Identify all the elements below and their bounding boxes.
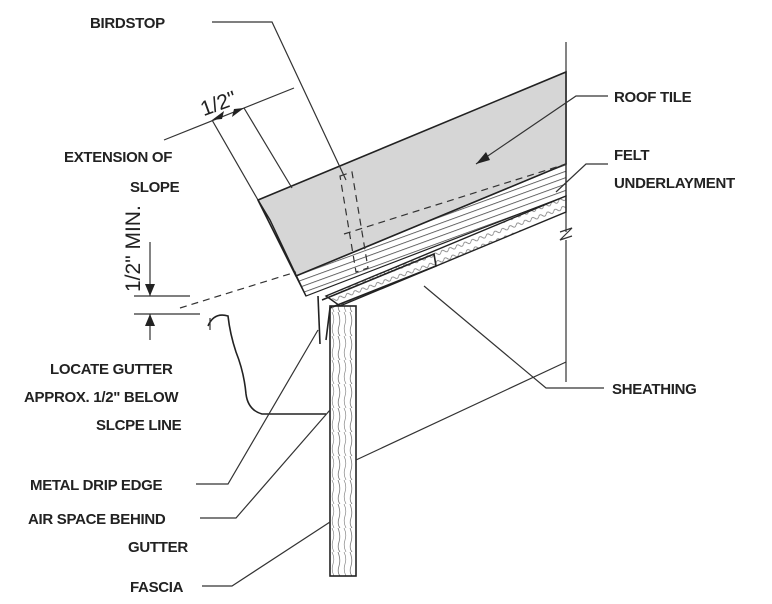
slope-extension-line bbox=[179, 271, 297, 309]
label-extension-of: EXTENSION OF bbox=[64, 149, 172, 166]
label-birdstop: BIRDSTOP bbox=[90, 15, 165, 32]
half-inch-dimension bbox=[163, 87, 295, 201]
birdstop bbox=[339, 171, 369, 273]
label-locate-gutter-2: APPROX. 1/2" BELOW bbox=[24, 389, 179, 406]
label-metal-drip-edge: METAL DRIP EDGE bbox=[30, 477, 162, 494]
label-roof-tile: ROOF TILE bbox=[614, 89, 692, 106]
label-air-space: AIR SPACE BEHIND bbox=[28, 511, 166, 528]
label-fascia: FASCIA bbox=[130, 579, 184, 596]
label-locate-gutter-3: SLCPE LINE bbox=[96, 417, 182, 434]
label-locate-gutter-1: LOCATE GUTTER bbox=[50, 361, 173, 378]
fascia bbox=[329, 305, 357, 577]
half-inch-min-dimension bbox=[134, 242, 200, 340]
metal-drip-edge bbox=[317, 252, 437, 345]
label-underlayment: UNDERLAYMENT bbox=[614, 175, 735, 192]
gutter bbox=[207, 314, 326, 415]
label-half-inch-min: 1/2" MIN. bbox=[122, 205, 145, 292]
label-sheathing: SHEATHING bbox=[612, 381, 697, 398]
sheathing bbox=[324, 194, 567, 307]
leaders bbox=[196, 21, 608, 587]
label-felt: FELT bbox=[614, 147, 649, 164]
label-slope: SLOPE bbox=[130, 179, 180, 196]
label-gutter: GUTTER bbox=[128, 539, 188, 556]
